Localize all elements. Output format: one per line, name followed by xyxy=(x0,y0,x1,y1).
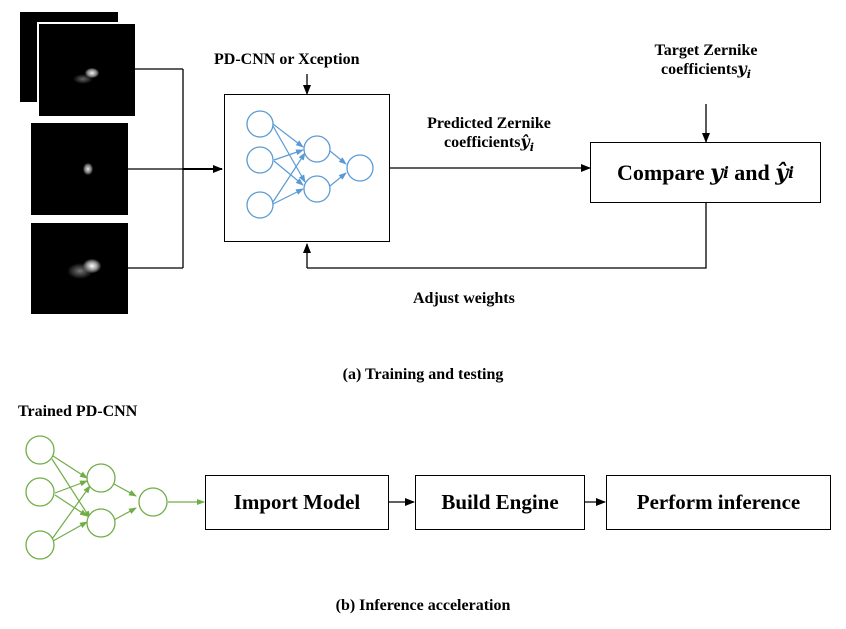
blue-node xyxy=(246,146,274,174)
blue-node xyxy=(303,135,331,163)
build-engine-box: Build Engine xyxy=(415,475,585,530)
blue-node xyxy=(303,175,331,203)
trained-label: Trained PD-CNN xyxy=(18,403,138,420)
predicted-label: Predicted Zernike coefficientsŷi xyxy=(427,115,551,155)
import-model-box: Import Model xyxy=(205,475,389,530)
network-box xyxy=(224,94,390,242)
caption-a: (a) Training and testing xyxy=(342,366,504,383)
green-network-edges xyxy=(51,455,137,542)
blue-node xyxy=(246,110,274,138)
green-node xyxy=(138,487,168,517)
target-label: Target Zernike coefficientsyi xyxy=(654,42,758,82)
blue-network-edges xyxy=(272,123,347,205)
psf-image-3 xyxy=(31,223,128,314)
psf-image-1 xyxy=(37,22,135,116)
feedback-line xyxy=(307,202,707,269)
perform-inference-box: Perform inference xyxy=(606,475,831,530)
blue-network-nodes xyxy=(246,110,374,219)
network-label: PD-CNN or Xception xyxy=(214,51,360,68)
psf-image-2 xyxy=(31,123,128,215)
green-node xyxy=(25,435,55,465)
blue-node xyxy=(246,191,274,219)
green-network-nodes xyxy=(25,435,168,560)
input-bracket xyxy=(128,68,184,269)
feedback-label: Adjust weights xyxy=(413,290,515,307)
green-node xyxy=(86,508,116,538)
caption-b: (b) Inference acceleration xyxy=(335,597,511,614)
blue-node xyxy=(346,154,374,182)
green-node xyxy=(25,477,55,507)
green-node xyxy=(86,463,116,493)
green-node xyxy=(25,530,55,560)
